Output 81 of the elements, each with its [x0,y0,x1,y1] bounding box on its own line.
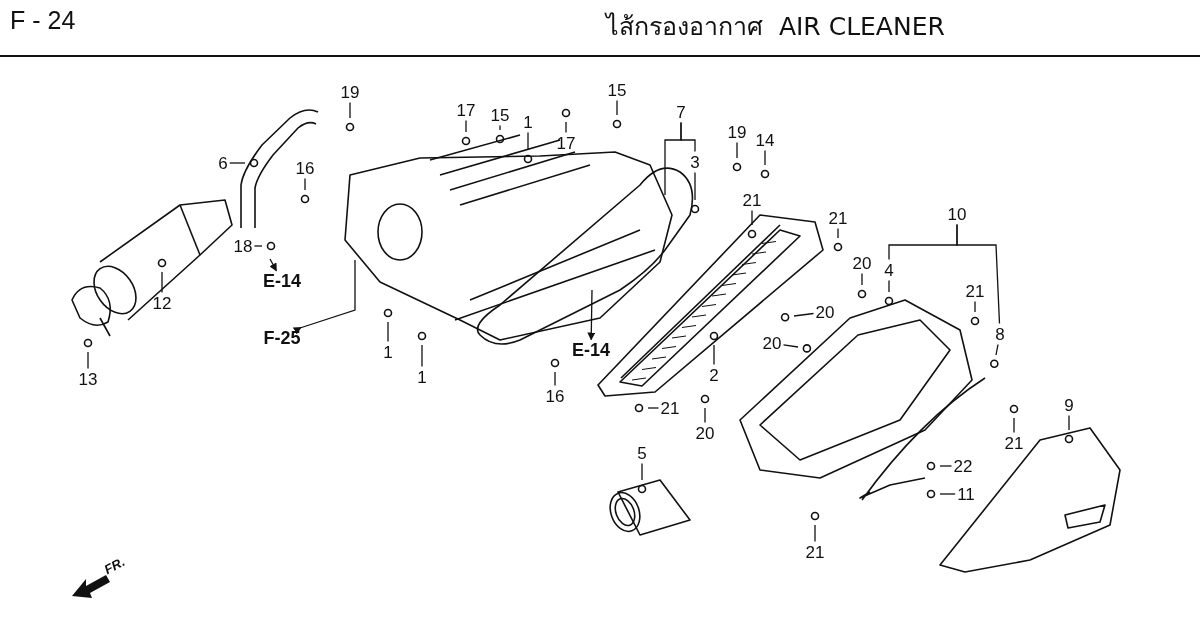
leader-line [939,465,953,467]
callout-number: 15 [607,80,627,100]
leader-line [87,351,89,370]
leader-line [939,493,956,495]
leader-line [304,177,306,191]
callout-number: 19 [727,122,747,142]
page-code: F - 24 [10,6,76,35]
reference-label: E-14 [572,340,610,360]
leader-line [253,245,263,247]
callout-number: 20 [695,423,715,443]
leader-line [956,223,1001,325]
leader-line [554,371,556,387]
leader-line [349,101,351,119]
callout-number: 18 [233,236,253,256]
leader-line [465,119,467,133]
callout-number: 21 [1004,433,1024,453]
reference-arrow [587,289,596,341]
leader-line [565,121,567,134]
callout-number: 19 [340,82,360,102]
leader-line [499,124,501,131]
callout-number: 8 [995,324,1005,344]
callout-number: 1 [523,112,533,132]
reference-arrow [292,259,356,335]
callout-number: 14 [755,130,775,150]
reference-label: F-25 [263,328,301,348]
callout-number: 16 [545,386,565,406]
leader-line [704,407,706,424]
callout-number: 13 [78,369,98,389]
leader-line [647,407,660,409]
callout-number: 11 [957,484,975,504]
callout-number: 10 [947,204,967,224]
leader-line [641,462,643,481]
callout-number: 21 [660,398,680,418]
leader-line [387,321,389,343]
reference-label: E-14 [263,271,301,291]
leader-line [861,272,863,286]
callout-number: 3 [690,152,700,172]
callout-number: 20 [815,302,835,322]
callout-number: 20 [852,253,872,273]
leader-line [1068,414,1070,431]
callout-number: 15 [490,105,510,125]
leader-line [974,300,976,313]
callout-number: 21 [742,190,762,210]
leader-line [764,149,766,166]
leader-line [793,312,815,317]
callout-number: 9 [1064,395,1074,415]
leader-line [837,227,839,239]
leader-line [1013,417,1015,434]
leader-line [616,99,618,116]
callout-number: 1 [383,342,393,362]
leader-line [229,162,246,164]
callout-number: 17 [556,133,576,153]
direction-label: FR. [101,553,128,578]
leader-line [694,171,696,201]
callout-number: 22 [953,456,973,476]
callout-number: 4 [884,260,894,280]
leader-line [680,121,696,153]
callout-number: 16 [295,158,315,178]
callout-number: 20 [762,333,782,353]
callout-number: 21 [965,281,985,301]
callout-number: 6 [218,153,228,173]
callout-number: 2 [709,365,719,385]
title: ไส้กรองอากาศ AIR CLEANER [606,11,945,43]
leader-line [736,141,738,159]
leader-line [888,279,890,293]
leader-line [782,344,799,348]
leader-line [814,524,816,543]
leader-line [713,344,715,366]
leader-line [161,271,163,294]
callout-number: 21 [805,542,825,562]
callout-number: 1 [417,367,427,387]
leader-line [527,131,529,151]
callout-number: 21 [828,208,848,228]
callout-number: 5 [637,443,647,463]
callout-number: 7 [676,102,686,122]
leader-line [751,209,753,226]
leader-line [995,343,999,356]
leader-line [421,344,423,368]
reference-arrow [269,258,277,272]
callout-number: 17 [456,100,476,120]
callout-number: 12 [152,293,172,313]
